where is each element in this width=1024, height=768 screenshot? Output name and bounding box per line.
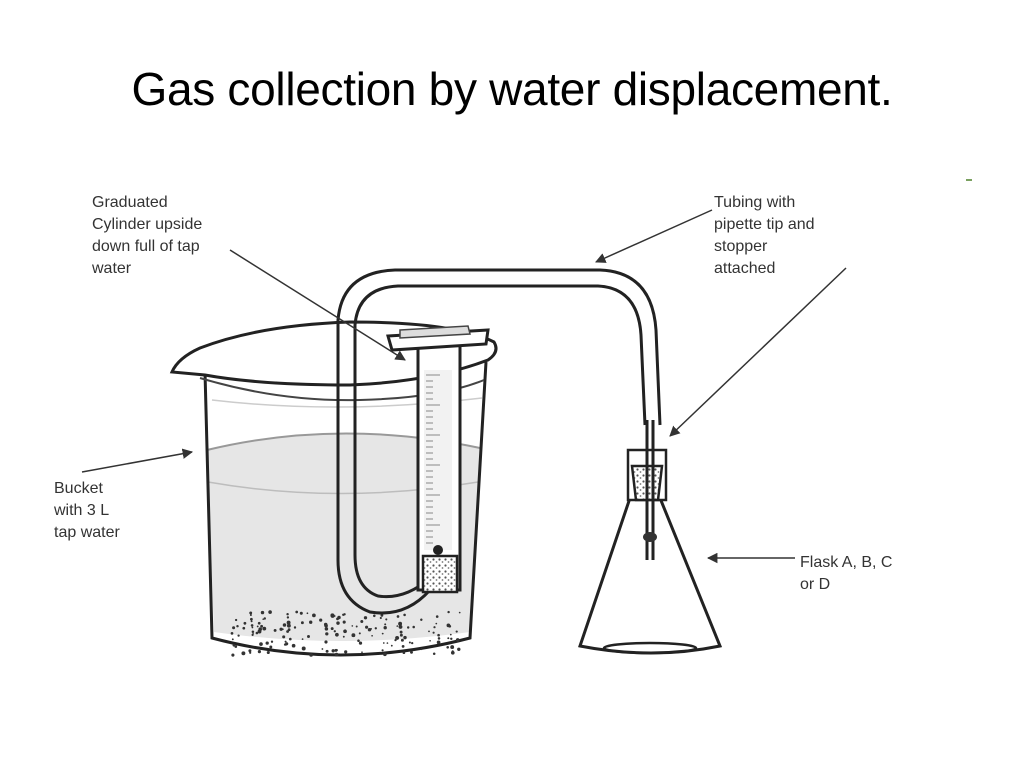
bucket-outline bbox=[190, 361, 488, 657]
gravel-dots bbox=[230, 610, 461, 657]
erlenmeyer-flask bbox=[578, 420, 723, 655]
cylinder-callout-arrow bbox=[229, 249, 406, 361]
label-flask: Flask A, B, C or D bbox=[800, 554, 893, 593]
graduated-cylinder bbox=[386, 325, 490, 594]
label-tubing: Tubing with pipette tip and stopper atta… bbox=[714, 194, 815, 277]
slide-title: Gas collection by water displacement. bbox=[131, 63, 893, 115]
tubing bbox=[336, 268, 662, 615]
tubing-callout-arrow bbox=[595, 209, 713, 263]
bucket-callout-arrow bbox=[81, 448, 194, 473]
label-bucket: Bucket with 3 L tap water bbox=[54, 480, 120, 541]
callout-arrows bbox=[81, 209, 847, 564]
pipette-callout-arrow bbox=[669, 267, 847, 437]
label-graduated-cylinder: Graduated Cylinder upside down full of t… bbox=[92, 194, 203, 277]
